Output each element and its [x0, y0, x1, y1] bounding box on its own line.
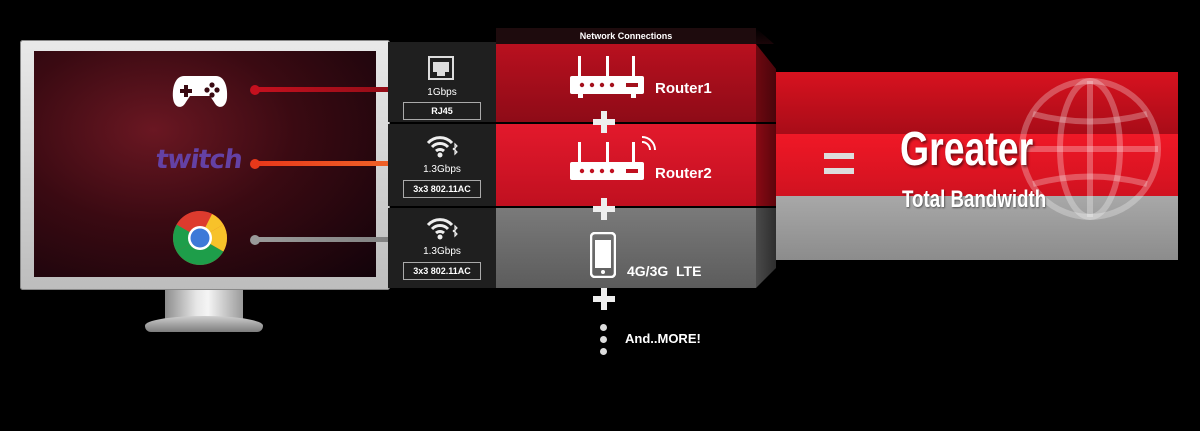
ethernet-port-icon	[428, 56, 454, 80]
plus-icon	[593, 288, 615, 310]
result-band-gray	[776, 196, 1178, 260]
router-icon	[570, 56, 644, 98]
monitor-stand-neck	[165, 290, 243, 320]
adapter-wifi-1: 1.3Gbps 3x3 802.11AC	[388, 124, 496, 206]
connection-label: 4G/3G LTE	[627, 263, 702, 279]
wifi-bluetooth-icon	[426, 136, 458, 158]
connection-label: Router1	[655, 80, 712, 97]
adapter-wifi-2: 1.3Gbps 3x3 802.11AC	[388, 208, 496, 288]
header-side	[756, 28, 774, 44]
line-gaming	[256, 87, 416, 92]
chrome-logo	[172, 211, 228, 265]
phone-icon	[590, 232, 616, 278]
adapter-ethernet: 1Gbps RJ45	[388, 42, 496, 122]
plus-icon	[593, 111, 615, 133]
more-label: And..MORE!	[625, 331, 701, 346]
twitch-logo: twitch	[153, 145, 244, 175]
line-dot-1	[250, 85, 260, 95]
adapter-speed: 1.3Gbps	[423, 246, 461, 257]
router-wifi-icon	[570, 136, 656, 180]
wifi-bluetooth-icon	[426, 218, 458, 240]
more-dot	[600, 324, 607, 331]
adapter-tag: RJ45	[403, 102, 481, 120]
connection-label: Router2	[655, 165, 712, 182]
adapter-tag: 3x3 802.11AC	[403, 180, 481, 198]
band-router2-side	[756, 124, 776, 206]
equals-bottom	[824, 168, 854, 174]
result-subtitle: Total Bandwidth	[902, 186, 1047, 213]
band-lte	[496, 208, 756, 288]
globe-icon	[1019, 78, 1161, 220]
line-dot-3	[250, 235, 260, 245]
result-band-red-dark	[776, 72, 1178, 134]
line-browsing	[256, 237, 416, 242]
line-streaming	[256, 161, 416, 166]
more-dot	[600, 348, 607, 355]
result-title: Greater	[900, 123, 1034, 176]
result-band-red	[776, 134, 1178, 196]
more-dot	[600, 336, 607, 343]
plus-icon	[593, 198, 615, 220]
adapter-speed: 1.3Gbps	[423, 164, 461, 175]
band-lte-side	[756, 208, 776, 288]
monitor-stand-base	[145, 316, 263, 332]
equals-top	[824, 153, 854, 159]
network-connections-header: Network Connections	[496, 28, 756, 44]
band-router1-side	[756, 44, 776, 122]
line-dot-2	[250, 159, 260, 169]
adapter-tag: 3x3 802.11AC	[403, 262, 481, 280]
adapter-speed: 1Gbps	[427, 87, 457, 98]
gamepad-icon	[172, 76, 228, 107]
